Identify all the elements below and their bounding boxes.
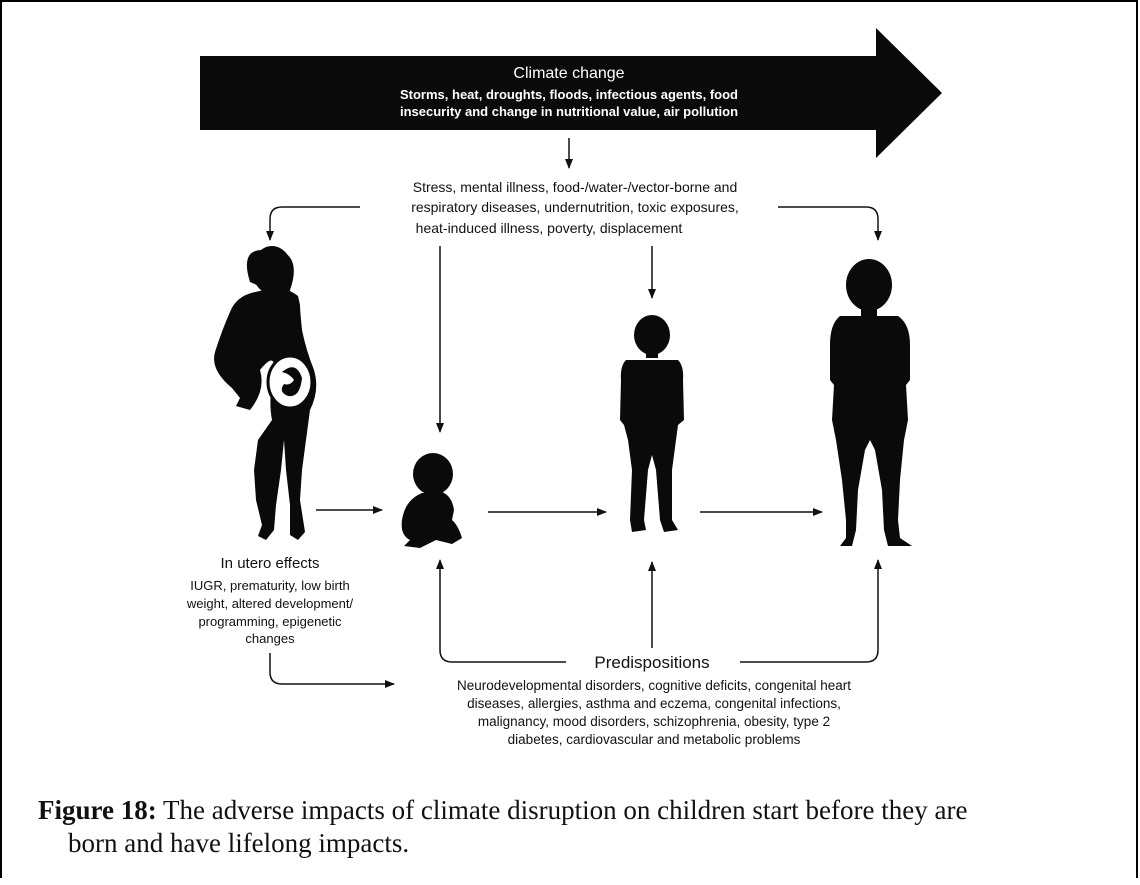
climate-arrow-line2: insecurity and change in nutritional val…	[400, 104, 738, 119]
in-utero-title: In utero effects	[221, 555, 320, 572]
in-utero-line4: changes	[245, 631, 295, 646]
predispositions-line2: diseases, allergies, asthma and eczema, …	[467, 696, 841, 711]
effects-line2: respiratory diseases, undernutrition, to…	[411, 199, 739, 215]
climate-change-arrow	[200, 28, 942, 158]
pregnant-woman-icon	[214, 246, 317, 540]
adult-icon	[830, 259, 912, 546]
effects-to-adult-arrow	[778, 206, 882, 241]
predispositions-title: Predispositions	[594, 653, 709, 672]
effects-line3: heat-induced illness, poverty, displacem…	[416, 220, 683, 236]
effects-to-utero-arrow	[266, 206, 360, 241]
predispositions-line4: diabetes, cardiovascular and metabolic p…	[508, 732, 801, 747]
figure-label: Figure 18:	[38, 795, 157, 825]
in-utero-line1: IUGR, prematurity, low birth	[190, 578, 349, 593]
in-utero-line3: programming, epigenetic	[198, 614, 342, 629]
predispositions-to-adult-arrow	[740, 559, 882, 663]
figure-text-line1: The adverse impacts of climate disruptio…	[156, 795, 968, 825]
predispositions-line1: Neurodevelopmental disorders, cognitive …	[457, 678, 851, 693]
utero-to-predispositions-arrow	[269, 653, 395, 688]
figure-caption: Figure 18: The adverse impacts of climat…	[38, 794, 1098, 860]
climate-arrow-line1: Storms, heat, droughts, floods, infectio…	[400, 87, 738, 102]
in-utero-line2: weight, altered development/	[186, 596, 354, 611]
child-icon	[620, 315, 684, 532]
effects-line1: Stress, mental illness, food-/water-/vec…	[413, 179, 737, 195]
predispositions-line3: malignancy, mood disorders, schizophreni…	[478, 714, 830, 729]
climate-arrow-title: Climate change	[513, 65, 624, 82]
infant-icon	[401, 453, 462, 548]
figure-text-line2: born and have lifelong impacts.	[68, 828, 410, 858]
predispositions-to-infant-arrow	[436, 559, 566, 663]
